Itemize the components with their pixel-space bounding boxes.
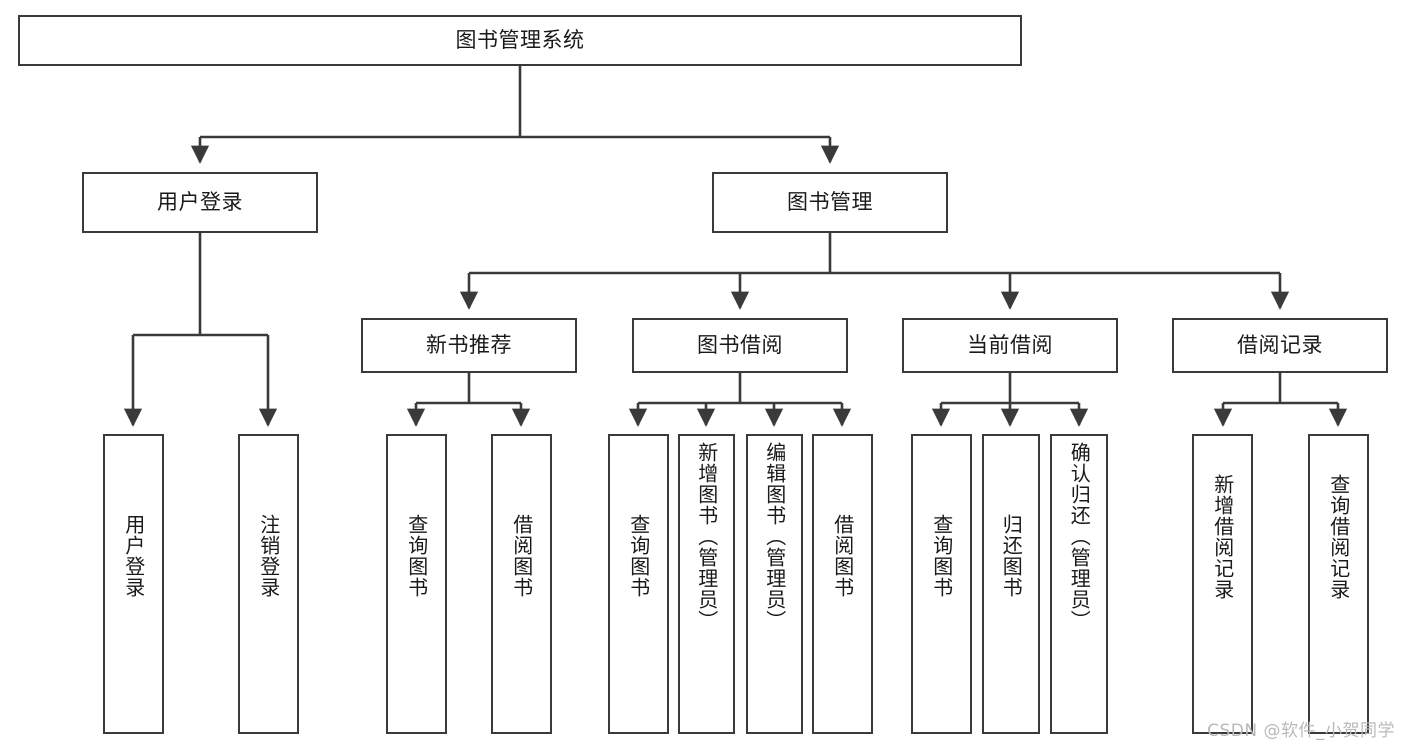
node-root[interactable]: 图书管理系统 [18,15,1022,66]
node-leaf-add-borrow-record[interactable]: 新增借阅记录 [1192,434,1253,734]
node-book-borrow-label: 图书借阅 [697,333,783,358]
node-new-book-recommend[interactable]: 新书推荐 [361,318,577,373]
node-leaf-add-book-admin[interactable]: 新增图书（管理员） [678,434,735,734]
node-leaf-confirm-return-admin[interactable]: 确认归还（管理员） [1050,434,1108,734]
node-leaf-return-book-label: 归还图书 [999,514,1024,598]
node-new-book-recommend-label: 新书推荐 [426,333,512,358]
node-leaf-logout-login[interactable]: 注销登录 [238,434,299,734]
node-leaf-add-borrow-record-label: 新增借阅记录 [1210,474,1235,600]
node-leaf-logout-login-label: 注销登录 [256,514,281,598]
node-leaf-add-book-admin-label: 新增图书（管理员） [694,442,719,631]
node-current-borrow-label: 当前借阅 [967,333,1053,358]
node-user-login-label: 用户登录 [157,190,243,215]
node-user-login[interactable]: 用户登录 [82,172,318,233]
node-leaf-query-book-3-label: 查询图书 [929,514,954,598]
node-leaf-query-book-3[interactable]: 查询图书 [911,434,972,734]
node-leaf-query-book-2-label: 查询图书 [626,514,651,598]
node-leaf-user-login-label: 用户登录 [121,514,146,598]
node-leaf-confirm-return-admin-label: 确认归还（管理员） [1067,442,1092,631]
node-leaf-return-book[interactable]: 归还图书 [982,434,1040,734]
node-current-borrow[interactable]: 当前借阅 [902,318,1118,373]
node-leaf-query-borrow-record[interactable]: 查询借阅记录 [1308,434,1369,734]
node-book-manage-label: 图书管理 [787,190,873,215]
node-borrow-record-label: 借阅记录 [1237,333,1323,358]
node-leaf-query-borrow-record-label: 查询借阅记录 [1326,474,1351,600]
node-leaf-query-book-1[interactable]: 查询图书 [386,434,447,734]
node-leaf-query-book-1-label: 查询图书 [404,514,429,598]
node-book-borrow[interactable]: 图书借阅 [632,318,848,373]
node-root-label: 图书管理系统 [455,28,585,53]
node-leaf-borrow-book-1-label: 借阅图书 [509,514,534,598]
node-leaf-edit-book-admin-label: 编辑图书（管理员） [762,442,787,631]
node-leaf-borrow-book-2-label: 借阅图书 [830,514,855,598]
node-borrow-record[interactable]: 借阅记录 [1172,318,1388,373]
node-leaf-borrow-book-1[interactable]: 借阅图书 [491,434,552,734]
node-leaf-user-login[interactable]: 用户登录 [103,434,164,734]
node-leaf-borrow-book-2[interactable]: 借阅图书 [812,434,873,734]
node-leaf-edit-book-admin[interactable]: 编辑图书（管理员） [746,434,803,734]
node-leaf-query-book-2[interactable]: 查询图书 [608,434,669,734]
node-book-manage[interactable]: 图书管理 [712,172,948,233]
